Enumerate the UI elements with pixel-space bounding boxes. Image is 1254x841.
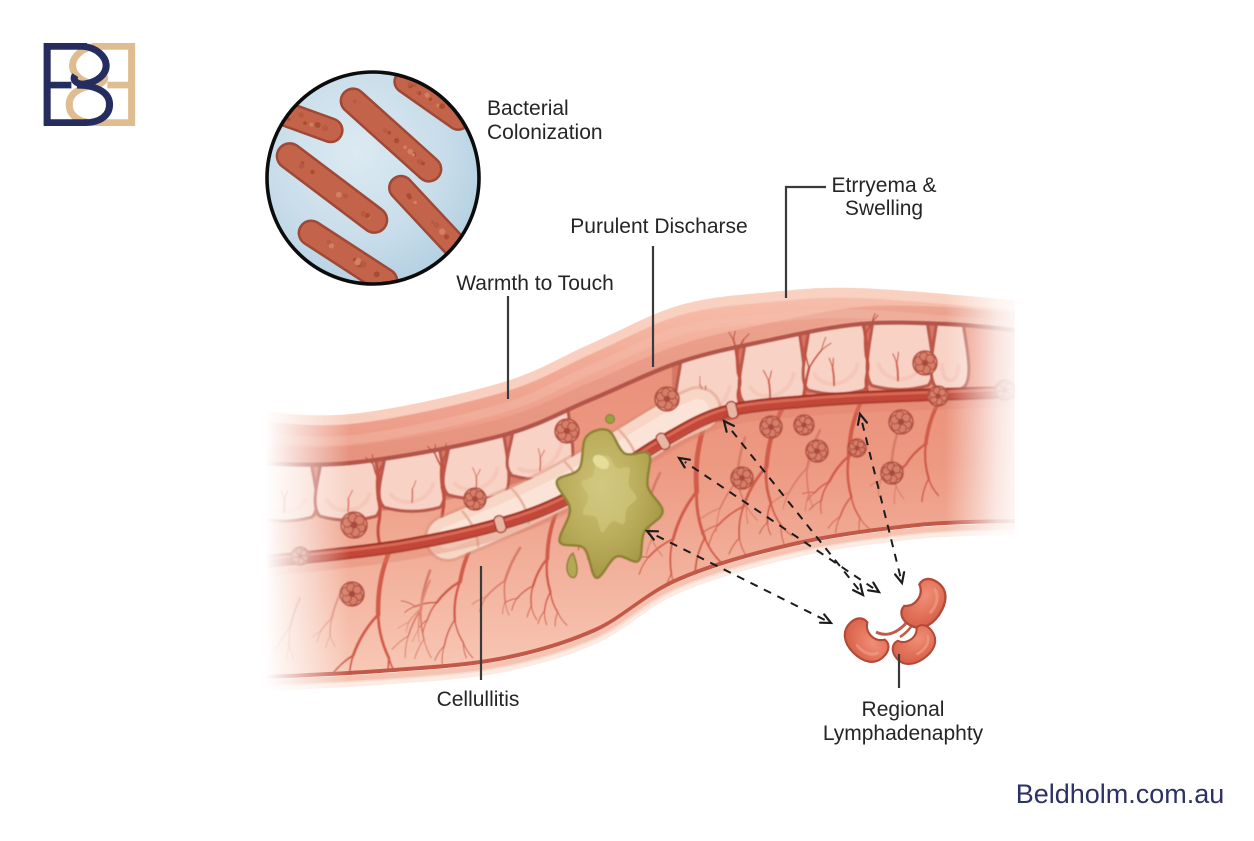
svg-text:Cellullitis: Cellullitis — [437, 688, 520, 711]
svg-text:Purulent Discharse: Purulent Discharse — [570, 215, 747, 238]
svg-text:Beldholm.com.au: Beldholm.com.au — [1016, 779, 1225, 809]
svg-text:Regional: Regional — [862, 698, 945, 721]
svg-text:Lymphadenaphty: Lymphadenaphty — [823, 722, 984, 745]
svg-text:Etrryema &: Etrryema & — [831, 174, 936, 197]
svg-text:Warmth to Touch: Warmth to Touch — [456, 272, 614, 295]
svg-text:Colonization: Colonization — [487, 121, 603, 144]
svg-text:Bacterial: Bacterial — [487, 97, 569, 120]
svg-text:Swelling: Swelling — [845, 197, 923, 220]
